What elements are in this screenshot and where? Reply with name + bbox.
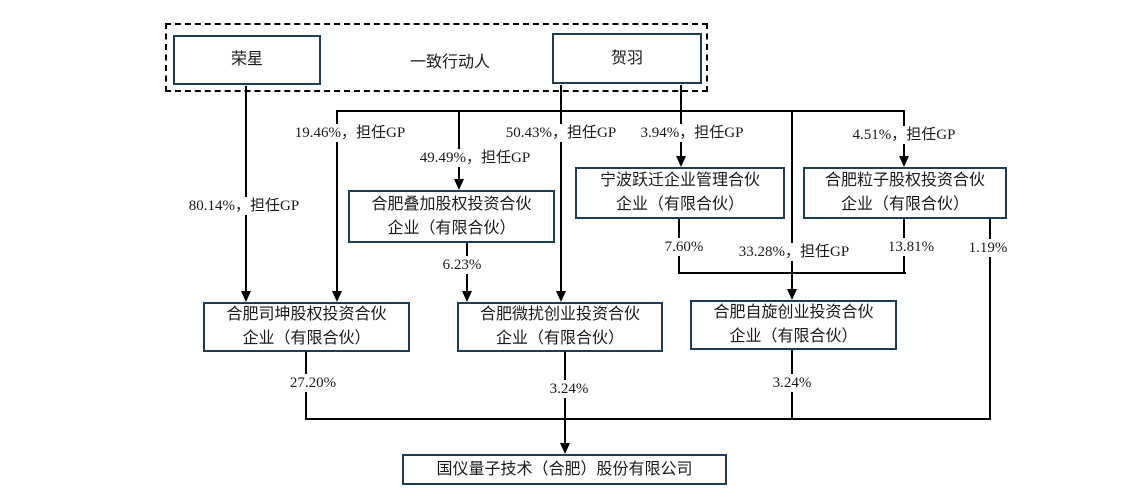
connector-rongxing-sikun xyxy=(245,86,247,292)
edge-label-heyu-lizi: 4.51%，担任GP xyxy=(849,126,959,144)
connector-heyu-diejia xyxy=(458,110,460,180)
edge-label-sikun-guoyi: 27.20% xyxy=(286,374,340,392)
edge-label-heyu-diejia: 49.49%，担任GP xyxy=(416,149,534,167)
connector-heyu-ningbo xyxy=(680,85,682,157)
node-hefei-weirao: 合肥微扰创业投资合伙 企业（有限合伙） xyxy=(457,302,663,352)
arrowhead-into-lizi xyxy=(899,156,909,167)
node-hefei-zixuan-line2: 企业（有限合伙） xyxy=(729,328,858,345)
node-hefei-diejia: 合肥叠加股权投资合伙 企业（有限合伙） xyxy=(348,190,555,243)
node-hefei-lizi-line1: 合肥粒子股权投资合伙 xyxy=(824,172,985,189)
edge-label-weirao-guoyi: 3.24% xyxy=(546,380,592,398)
node-hefei-sikun-line1: 合肥司坤股权投资合伙 xyxy=(226,306,387,323)
node-hefei-zixuan: 合肥自旋创业投资合伙 企业（有限合伙） xyxy=(690,300,897,350)
acting-in-concert-group-box xyxy=(165,23,708,92)
acting-in-concert-label: 一致行动人 xyxy=(409,54,491,71)
connector-heyu-zixuan xyxy=(791,110,793,290)
node-hefei-lizi: 合肥粒子股权投资合伙 企业（有限合伙） xyxy=(803,167,1007,219)
connector-bottom-collector xyxy=(305,418,991,420)
node-ningbo-yueqian-line1: 宁波跃迁企业管理合伙 xyxy=(599,172,760,189)
node-hefei-diejia-line1: 合肥叠加股权投资合伙 xyxy=(371,195,532,213)
arrowhead-into-guoyi xyxy=(560,443,570,454)
node-hefei-lizi-line2: 企业（有限合伙） xyxy=(840,196,969,213)
connector-zixuan-collector xyxy=(678,272,906,274)
arrowhead-into-ningbo xyxy=(676,156,686,167)
node-heyu: 贺羽 xyxy=(552,33,702,84)
node-hefei-diejia-line2: 企业（有限合伙） xyxy=(387,219,516,237)
edge-label-heyu-ningbo: 3.94%，担任GP xyxy=(637,124,747,142)
node-hefei-zixuan-line1: 合肥自旋创业投资合伙 xyxy=(713,304,874,321)
edge-label-heyu-weirao: 50.43%，担任GP xyxy=(502,124,620,142)
node-ningbo-yueqian-line2: 企业（有限合伙） xyxy=(615,196,744,213)
node-rongxing-label: 荣星 xyxy=(230,51,263,68)
arrowhead-into-weirao-left xyxy=(462,291,472,302)
node-heyu-label: 贺羽 xyxy=(610,49,643,67)
edge-label-heyu-zixuan: 33.28%，担任GP xyxy=(735,243,853,261)
node-hefei-sikun: 合肥司坤股权投资合伙 企业（有限合伙） xyxy=(203,302,410,352)
node-hefei-weirao-line2: 企业（有限合伙） xyxy=(495,330,624,347)
edge-label-diejia-weirao: 6.23% xyxy=(439,256,485,274)
edge-label-lizi-zixuan: 13.81% xyxy=(884,238,938,256)
connector-heyu-bus xyxy=(336,110,905,112)
arrowhead-into-sikun-right xyxy=(332,291,342,302)
edge-label-ningbo-zixuan: 7.60% xyxy=(661,238,707,256)
connector-lizi-guoyi xyxy=(989,219,991,420)
connector-weirao-guoyi xyxy=(564,352,566,444)
node-guoyi-quantum: 国仪量子技术（合肥）股份有限公司 xyxy=(402,454,727,485)
arrowhead-into-zixuan xyxy=(787,289,797,300)
node-ningbo-yueqian: 宁波跃迁企业管理合伙 企业（有限合伙） xyxy=(575,167,785,219)
connector-heyu-weirao xyxy=(560,85,562,292)
connector-heyu-sikun xyxy=(336,110,338,292)
node-hefei-weirao-line1: 合肥微扰创业投资合伙 xyxy=(479,306,640,323)
node-guoyi-quantum-label: 国仪量子技术（合肥）股份有限公司 xyxy=(436,460,693,478)
arrowhead-into-sikun-left xyxy=(241,291,251,302)
edge-label-lizi-guoyi: 1.19% xyxy=(965,239,1011,257)
edge-label-rongxing-sikun: 80.14%，担任GP xyxy=(185,197,303,215)
node-hefei-sikun-line2: 企业（有限合伙） xyxy=(242,330,371,347)
node-rongxing: 荣星 xyxy=(173,35,321,85)
edge-label-heyu-sikun: 19.46%，担任GP xyxy=(291,124,409,142)
arrowhead-into-weirao-right xyxy=(556,291,566,302)
edge-label-zixuan-guoyi: 3.24% xyxy=(769,374,815,392)
arrowhead-into-diejia xyxy=(454,179,464,190)
